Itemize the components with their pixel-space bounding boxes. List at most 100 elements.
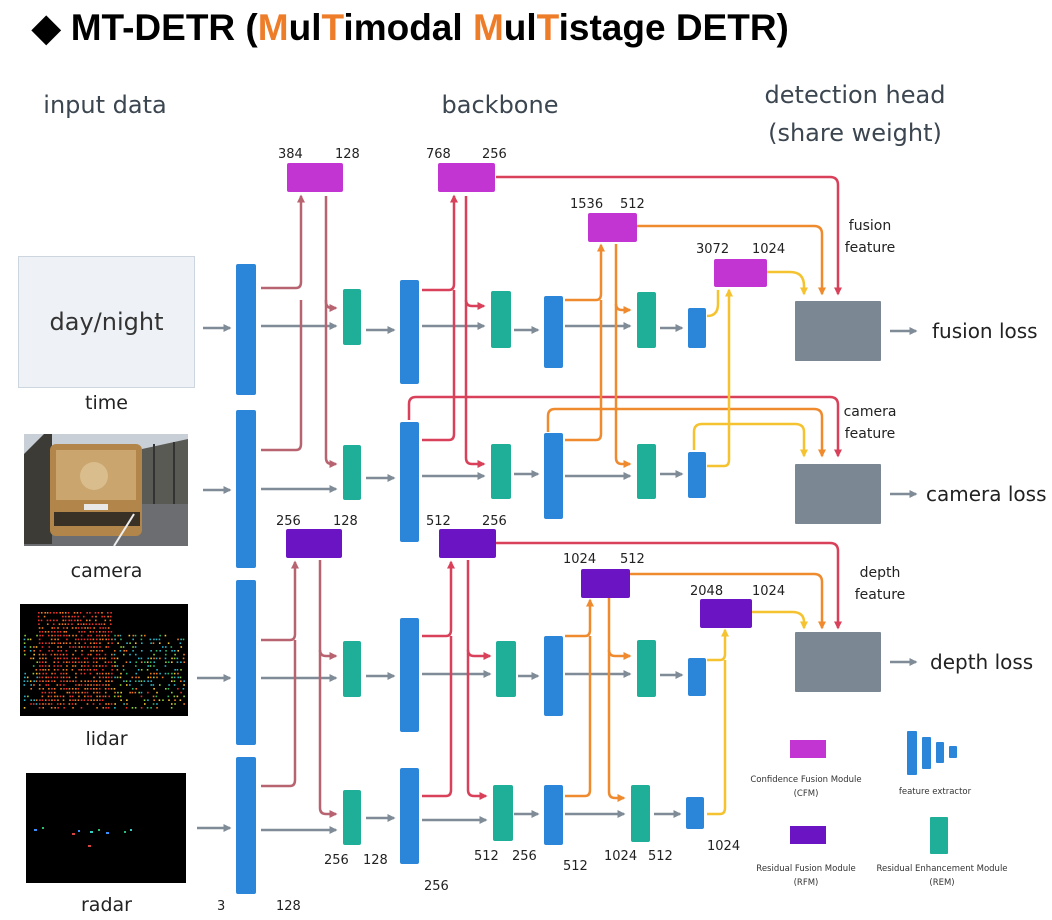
legend-fe-bar4	[949, 746, 957, 758]
lidar-point	[137, 657, 140, 660]
lidar-point	[66, 665, 68, 667]
lidar-point	[177, 638, 179, 641]
s3-radar-to-rfm	[565, 636, 592, 798]
lidar-point	[140, 680, 143, 682]
lidar-point	[113, 650, 116, 652]
lidar-point	[62, 669, 65, 671]
lidar-point	[108, 680, 110, 682]
lidar-point	[86, 657, 89, 660]
lidar-point	[106, 612, 109, 614]
title-ul1: ul	[288, 7, 322, 48]
lidar-point	[29, 646, 32, 648]
lidar-point	[72, 653, 74, 656]
lidar-point	[162, 699, 164, 701]
lidar-point	[90, 688, 92, 690]
lidar-point	[80, 623, 82, 625]
lidar-point	[104, 688, 107, 690]
fe-radar-stage4	[686, 797, 704, 829]
lidar-point	[51, 672, 53, 675]
lidar-point	[40, 619, 43, 622]
lidar-point	[41, 695, 44, 698]
lidar-point	[24, 653, 26, 656]
lidar-point	[59, 634, 62, 637]
lidar-point	[59, 612, 62, 614]
lidar-point	[48, 646, 51, 648]
rfm-stage3	[581, 569, 630, 598]
lidar-point	[39, 657, 41, 660]
lidar-point	[149, 665, 152, 667]
s3-camera-to-cfm	[565, 300, 603, 442]
lidar-point	[78, 642, 81, 644]
lidar-point	[131, 688, 134, 690]
lidar-point	[111, 642, 113, 644]
lidar-point	[68, 676, 71, 679]
lidar-point	[72, 661, 74, 663]
lidar-point	[102, 676, 105, 679]
lidar-point	[41, 691, 44, 694]
lidar-point	[107, 642, 110, 644]
lidar-point	[59, 684, 62, 686]
lidar-point	[38, 672, 41, 675]
lidar-point	[89, 669, 92, 671]
slide-title: ◆ MT-DETR (MulTimodal MulTistage DETR)	[32, 6, 789, 56]
cfm1-in-channels: 384	[278, 147, 303, 162]
s3-lidar-to-rfm	[565, 598, 594, 638]
lidar-point	[60, 650, 63, 652]
lidar-point	[83, 665, 86, 667]
lidar-point	[36, 676, 39, 679]
lidar-point	[156, 669, 158, 671]
lidar-point	[88, 623, 91, 625]
depth-feature-line2: feature	[855, 587, 906, 603]
lidar-point	[150, 650, 152, 652]
radar-image	[26, 773, 186, 883]
lidar-point	[116, 676, 119, 679]
lidar-point	[113, 653, 116, 656]
lidar-point	[100, 623, 103, 625]
lidar-point	[48, 691, 51, 694]
depth-feature-line1: depth	[860, 565, 901, 581]
s4-lidar-to-rfm	[707, 628, 729, 662]
lidar-point	[179, 676, 182, 679]
lidar-point	[159, 657, 161, 660]
lidar-point	[62, 615, 64, 618]
lidar-point	[78, 695, 80, 698]
lidar-point	[51, 688, 53, 690]
s2-camera-feature-to-head	[407, 395, 842, 458]
lidar-point	[156, 707, 158, 709]
lidar-point	[41, 699, 44, 701]
lidar-point	[66, 661, 68, 663]
lidar-point	[86, 703, 89, 705]
lidar-point	[167, 672, 170, 675]
lidar-point	[155, 638, 158, 641]
rem-lidar-stage1	[343, 641, 361, 697]
lidar-point	[146, 669, 149, 671]
s1-lidar-to-rfm	[261, 560, 299, 642]
lidar-point	[57, 650, 59, 652]
lidar-point	[98, 691, 101, 694]
lidar-point	[77, 627, 80, 629]
lidar-point	[150, 684, 153, 686]
s3-depth-feature-to-head	[630, 572, 826, 630]
lidar-point	[134, 653, 137, 656]
lidar-point	[150, 642, 152, 644]
lidar-point	[171, 661, 173, 663]
lidar-point	[95, 657, 98, 660]
lidar-point	[23, 638, 26, 641]
title-t1: T	[321, 7, 344, 48]
lidar-point	[33, 650, 35, 652]
lidar-point	[72, 665, 74, 667]
lidar-point	[119, 684, 122, 686]
lidar-point	[140, 638, 143, 641]
detection-head-depth	[795, 632, 881, 692]
lidar-point	[51, 627, 54, 629]
lidar-point	[53, 642, 56, 644]
lidar-point	[48, 665, 51, 667]
lidar-point	[71, 669, 74, 671]
lidar-point	[51, 680, 53, 682]
lidar-point	[167, 695, 170, 698]
lidar-point	[96, 684, 98, 686]
lidar-point	[146, 661, 149, 663]
lidar-point	[171, 672, 173, 675]
lidar-point	[56, 653, 59, 656]
lidar-point	[86, 688, 89, 690]
